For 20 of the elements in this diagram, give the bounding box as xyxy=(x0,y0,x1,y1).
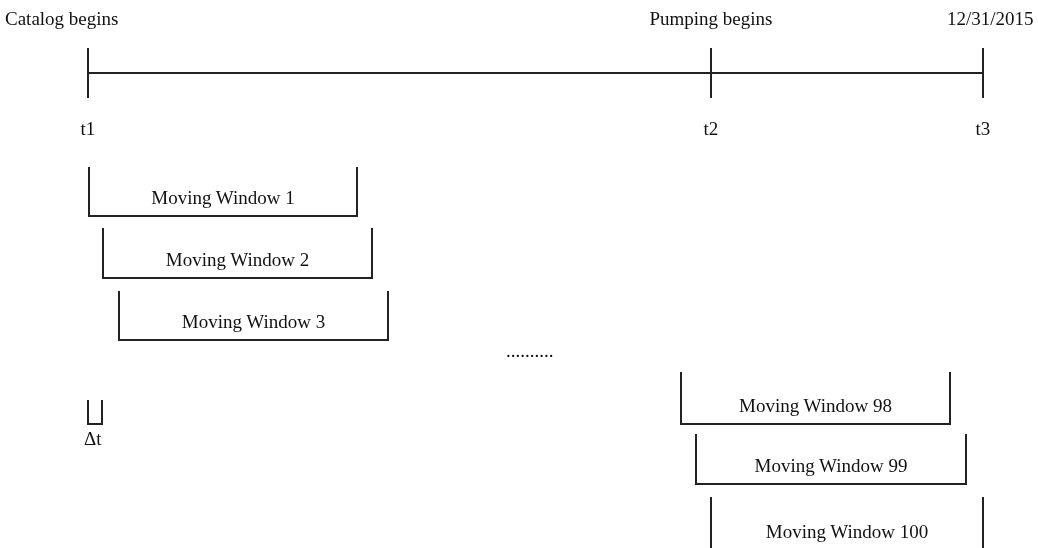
time-label: t2 xyxy=(703,118,719,140)
interval-label: Δt xyxy=(84,428,102,450)
window-label: Moving Window 98 xyxy=(738,395,893,417)
window-label: Moving Window 100 xyxy=(764,521,930,543)
window-bracket xyxy=(695,434,967,485)
window-bracket xyxy=(710,497,984,548)
ellipsis: .......... xyxy=(506,340,554,362)
window-bracket xyxy=(88,167,358,217)
time-label: t1 xyxy=(80,118,96,140)
window-label: Moving Window 2 xyxy=(164,249,311,271)
window-label: Moving Window 99 xyxy=(753,455,909,477)
event-label: Pumping begins xyxy=(649,8,773,30)
window-label: Moving Window 1 xyxy=(150,187,296,209)
date-label: 12/31/2015 xyxy=(947,8,1034,30)
event-label: Catalog begins xyxy=(5,8,119,30)
time-label: t3 xyxy=(975,118,991,140)
window-label: Moving Window 3 xyxy=(180,311,327,333)
window-bracket xyxy=(102,228,373,279)
window-bracket xyxy=(118,291,389,341)
window-bracket xyxy=(680,372,951,425)
